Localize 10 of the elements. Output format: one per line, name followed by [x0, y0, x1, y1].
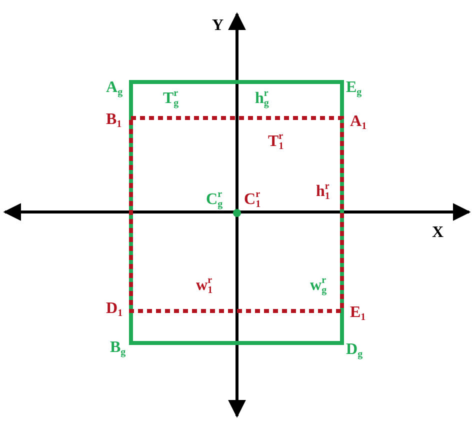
corner-label: D$_{1}$	[106, 300, 123, 321]
corner-label: E$_{1}$	[350, 304, 366, 325]
axis-label: Y	[212, 17, 224, 35]
corner-label: E$_{g}$	[346, 79, 362, 100]
corner-label: B$_{g}$	[110, 339, 126, 360]
axis-label: X	[432, 224, 444, 242]
corner-label: A$_{1}$	[350, 113, 367, 134]
corner-label: B$_{1}$	[106, 111, 122, 132]
corner-label: A$_{g}$	[106, 79, 123, 100]
corner-label: D$_{g}$	[346, 341, 363, 362]
